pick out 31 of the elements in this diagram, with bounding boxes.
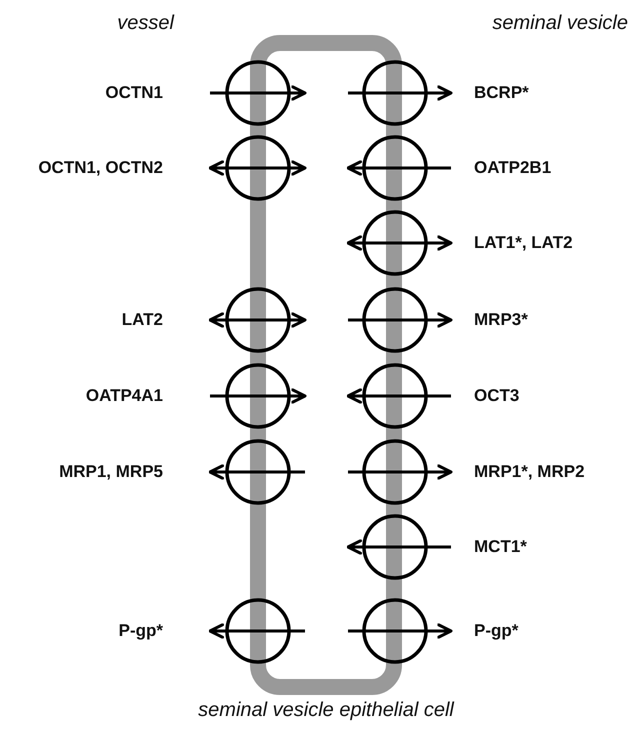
transporter-label: MCT1* <box>474 537 527 557</box>
arrow <box>348 623 452 639</box>
transporter-label: P-gp* <box>474 621 518 641</box>
transporter-label: OCTN1, OCTN2 <box>38 158 163 178</box>
arrow <box>208 160 306 176</box>
transporter-label: OCTN1 <box>105 83 163 103</box>
arrow <box>208 464 305 480</box>
transporter-label: LAT2 <box>122 310 163 330</box>
arrow <box>346 539 451 555</box>
arrow <box>346 388 451 404</box>
arrow <box>208 312 306 328</box>
side-label: vessel <box>117 12 174 35</box>
arrow <box>210 85 306 101</box>
arrow <box>210 388 306 404</box>
transporter-label: BCRP* <box>474 83 529 103</box>
arrow <box>348 464 452 480</box>
arrow <box>346 235 452 251</box>
arrow <box>346 160 451 176</box>
arrow <box>348 312 452 328</box>
transporter-label: MRP1, MRP5 <box>59 462 163 482</box>
transporter-label: P-gp* <box>118 621 163 641</box>
side-label: seminal vesicle <box>492 12 628 35</box>
transporter-label: MRP1*, MRP2 <box>474 462 585 482</box>
transporter-label: OATP4A1 <box>86 386 163 406</box>
arrow <box>208 623 305 639</box>
transporter-label: OATP2B1 <box>474 158 552 178</box>
cell-caption: seminal vesicle epithelial cell <box>198 699 454 722</box>
transporter-label: LAT1*, LAT2 <box>474 233 573 253</box>
transporter-label: MRP3* <box>474 310 528 330</box>
transporter-label: OCT3 <box>474 386 520 406</box>
arrow <box>348 85 452 101</box>
